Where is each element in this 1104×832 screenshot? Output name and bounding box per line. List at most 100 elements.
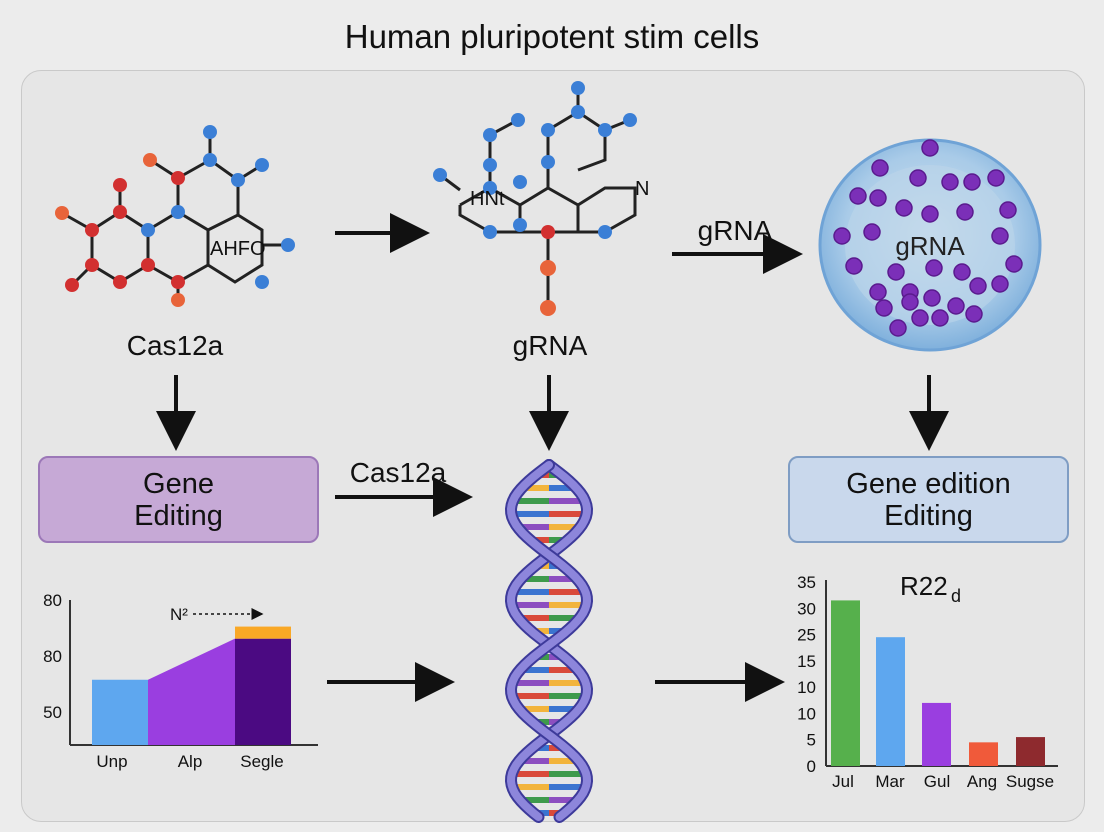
bar-sugse (1016, 737, 1045, 766)
cas12a-atoms (55, 125, 295, 307)
bar-x-tick-label: Gul (924, 772, 950, 791)
base-pair (549, 485, 577, 491)
cell-particle (845, 257, 863, 275)
cell-particle (941, 173, 959, 191)
base-pair (511, 602, 549, 608)
bar-jul (831, 600, 860, 766)
bar-chart-title: R22 (900, 571, 948, 601)
cell-particle (909, 169, 927, 187)
bar-x-tick-label: Jul (832, 772, 854, 791)
arrow-label-cas12a: Cas12a (350, 457, 447, 488)
base-pair (512, 680, 549, 686)
base-pair (519, 706, 549, 712)
cell-particle (923, 289, 941, 307)
cell-particle (921, 139, 939, 157)
cell-particles (833, 139, 1023, 337)
area-y-tick-label: 80 (43, 591, 62, 610)
cell-particle (925, 259, 943, 277)
bar-x-tick-label: Mar (875, 772, 905, 791)
area-segment-alp (148, 638, 235, 745)
base-pair (549, 680, 586, 686)
cell-particle (895, 199, 913, 217)
base-pair (549, 602, 587, 608)
bar-mar (876, 637, 905, 766)
cell-particle (849, 187, 867, 205)
area-x-tick-label: Segle (240, 752, 283, 771)
gene-editing-box-line2: Editing (134, 499, 223, 532)
gene-edition-box-line1: Gene edition (846, 467, 1011, 500)
area-y-tick-label: 80 (43, 647, 62, 666)
cell-particle (875, 299, 893, 317)
dna-strand-b-fill (506, 461, 592, 821)
base-pair (549, 524, 581, 530)
base-pair (518, 615, 549, 621)
base-pair (511, 511, 549, 517)
dna-helix-icon (504, 459, 594, 823)
molecule-left-atom-text: AHFO (210, 238, 266, 260)
molecule-middle-atom-text-1: HNt (470, 188, 505, 210)
area-x-tick-label: Alp (178, 752, 203, 771)
gene-edition-box-line2: Editing (884, 499, 973, 532)
bar-y-tick-label: 5 (807, 731, 816, 750)
cell-particle (999, 201, 1017, 219)
base-pair (549, 576, 578, 582)
base-pair (549, 771, 587, 777)
bar-y-tick-label: 10 (797, 704, 816, 723)
cell-particle (869, 189, 887, 207)
base-pair (549, 758, 579, 764)
base-pair (521, 485, 549, 491)
base-pair (519, 667, 549, 673)
area-segment-unp (92, 679, 148, 745)
cell-particle (869, 283, 887, 301)
base-pair (549, 615, 580, 621)
base-pair (512, 498, 549, 504)
base-pair (519, 758, 549, 764)
base-pair (549, 784, 586, 790)
base-pair (549, 693, 587, 699)
base-pair (512, 589, 549, 595)
arrow-label-grna: gRNA (698, 215, 773, 246)
bar-y-tick-label: 15 (797, 652, 816, 671)
cell-particle (987, 169, 1005, 187)
cell-particle (947, 297, 965, 315)
area-annotation: N² (170, 605, 188, 624)
area-x-tick-label: Unp (96, 752, 127, 771)
grna-atoms (433, 81, 637, 316)
cell-particle (991, 227, 1009, 245)
bar-ang (969, 742, 998, 766)
base-pair (519, 797, 549, 803)
base-pair (511, 693, 549, 699)
area-y-tick-label: 50 (43, 703, 62, 722)
gene-edition-box: Gene edition Editing (788, 456, 1069, 543)
base-pair (549, 511, 587, 517)
cell-particle (921, 205, 939, 223)
cell-particle (969, 277, 987, 295)
base-pair (549, 706, 579, 712)
base-pair (549, 498, 586, 504)
bar-y-tick-label: 10 (797, 678, 816, 697)
cell-particle (965, 305, 983, 323)
base-pair (517, 524, 549, 530)
bar-gul (922, 702, 951, 766)
cell-inner-label: gRNA (895, 231, 965, 261)
cell-particle (931, 309, 949, 327)
cell-particle (911, 309, 929, 327)
molecule-middle-atom-text-2: N (635, 178, 649, 200)
bar-y-tick-label: 30 (797, 599, 816, 618)
cell-particle (889, 319, 907, 337)
base-pair (512, 784, 549, 790)
cell-particle (991, 275, 1009, 293)
base-pair (511, 771, 549, 777)
base-pair (549, 589, 586, 595)
molecule-middle-label: gRNA (512, 330, 588, 361)
bar-y-tick-label: 25 (797, 626, 816, 645)
cell-particle (901, 293, 919, 311)
bar-x-tick-label: Sugse (1006, 772, 1054, 791)
dna-strand-a-fill (506, 461, 592, 821)
base-pair (520, 576, 549, 582)
area-segment-top (235, 626, 291, 639)
page-title: Human pluripotent stim cells (344, 18, 760, 55)
